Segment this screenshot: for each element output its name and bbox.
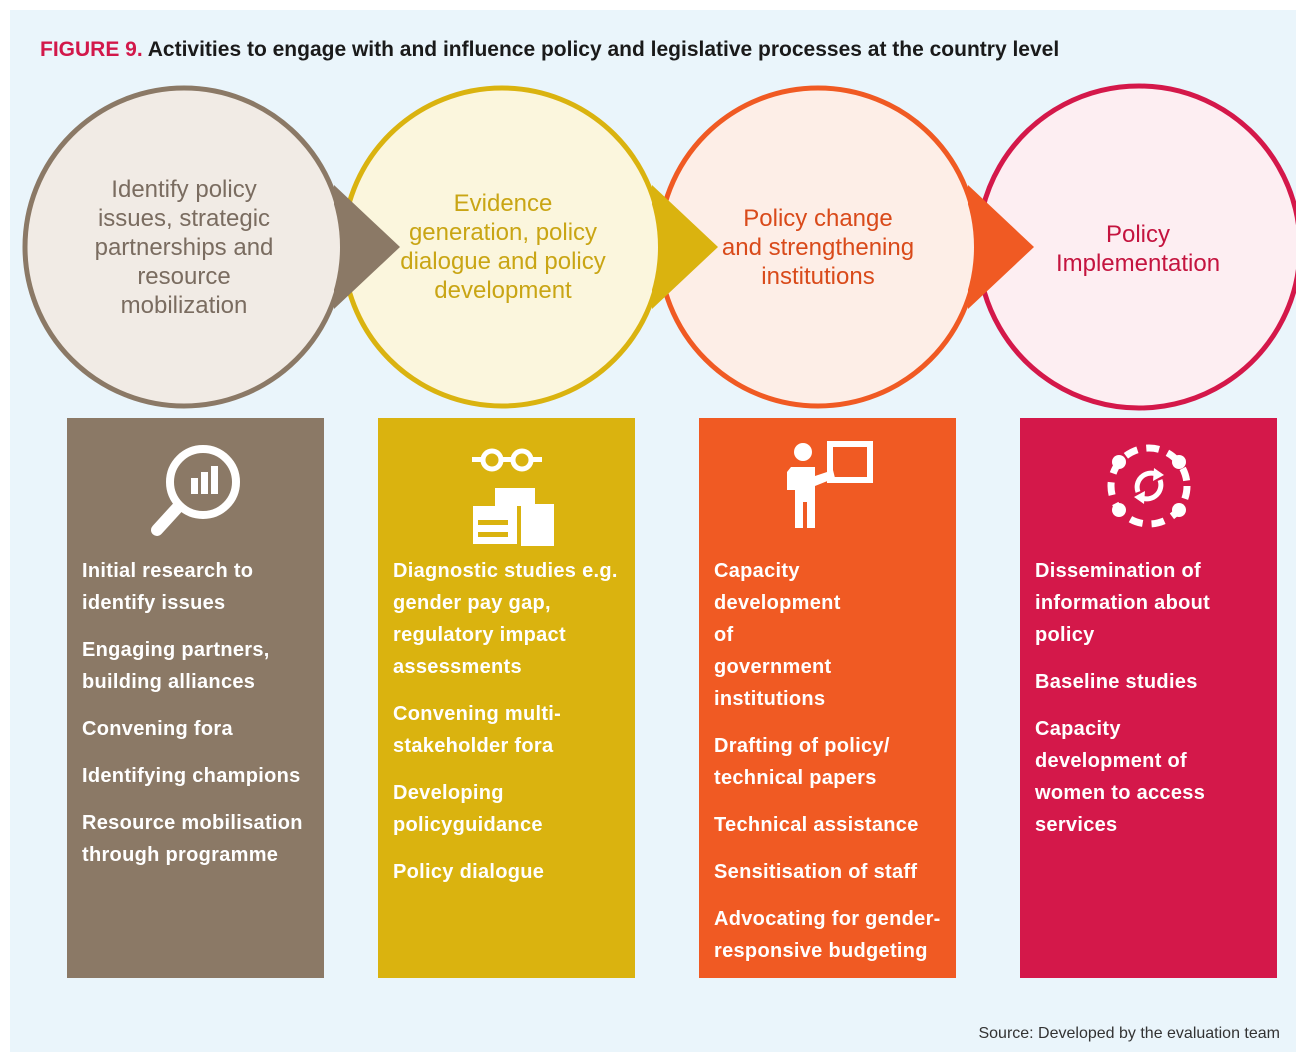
column-4-list: Dissemination of information about polic… xyxy=(1035,555,1267,856)
stage-2-text: Evidence generation, policy dialogue and… xyxy=(400,190,606,304)
list-item: Engaging partners, building alliances xyxy=(82,639,270,693)
stage-1-shape xyxy=(22,85,400,409)
list-item: Sensitisation of staff xyxy=(714,861,918,883)
list-item: Dissemination of information about polic… xyxy=(1035,560,1211,646)
list-item: Diagnostic studies e.g. gender pay gap, … xyxy=(393,560,618,678)
stage-1-text: Identify policy issues, strategic partne… xyxy=(94,175,274,319)
column-1-list: Initial research to identify issues Enga… xyxy=(82,555,314,886)
people-at-table-icon xyxy=(378,440,635,550)
figure-label: FIGURE 9. xyxy=(40,38,143,61)
stage-3-text: Policy change and strengthening institut… xyxy=(721,204,915,290)
list-item: Identifying champions xyxy=(82,765,301,787)
person-presenting-board-icon xyxy=(699,440,956,550)
stage-flow-graphic xyxy=(22,83,1296,411)
list-item: Capacity development of women to access … xyxy=(1035,718,1206,836)
list-item: Drafting of policy/ technical papers xyxy=(714,735,890,789)
column-1-box: Initial research to identify issues Enga… xyxy=(67,418,324,978)
figure-title-text: Activities to engage with and influence … xyxy=(147,38,1060,61)
list-item: Capacity development of government insti… xyxy=(714,560,841,710)
list-item: Convening multi-stakeholder fora xyxy=(393,703,562,757)
figure-title: FIGURE 9. Activities to engage with and … xyxy=(40,38,1059,62)
list-item: Convening fora xyxy=(82,718,233,740)
list-item: Developing policyguidance xyxy=(393,782,543,836)
column-2-list: Diagnostic studies e.g. gender pay gap, … xyxy=(393,555,625,903)
source-note: Source: Developed by the evaluation team xyxy=(978,1025,1280,1042)
column-2-box: Diagnostic studies e.g. gender pay gap, … xyxy=(378,418,635,978)
list-item: Initial research to identify issues xyxy=(82,560,254,614)
stage-2-shape xyxy=(340,85,718,409)
stage-3-shape xyxy=(656,85,1034,409)
column-4-box: Dissemination of information about polic… xyxy=(1020,418,1277,978)
list-item: Resource mobilisation through programme xyxy=(82,812,303,866)
column-3-box: Capacity development of government insti… xyxy=(699,418,956,978)
magnifier-bar-chart-icon xyxy=(67,440,324,550)
stage-4-text: Policy Implementation xyxy=(1055,221,1221,277)
list-item: Advocating for gender-responsive budgeti… xyxy=(714,908,941,962)
column-3-list: Capacity development of government insti… xyxy=(714,555,946,982)
dotted-circle-cycle-icon xyxy=(1020,440,1277,550)
list-item: Technical assistance xyxy=(714,814,919,836)
list-item: Policy dialogue xyxy=(393,861,545,883)
stage-4-shape xyxy=(975,83,1296,411)
list-item: Baseline studies xyxy=(1035,671,1198,693)
